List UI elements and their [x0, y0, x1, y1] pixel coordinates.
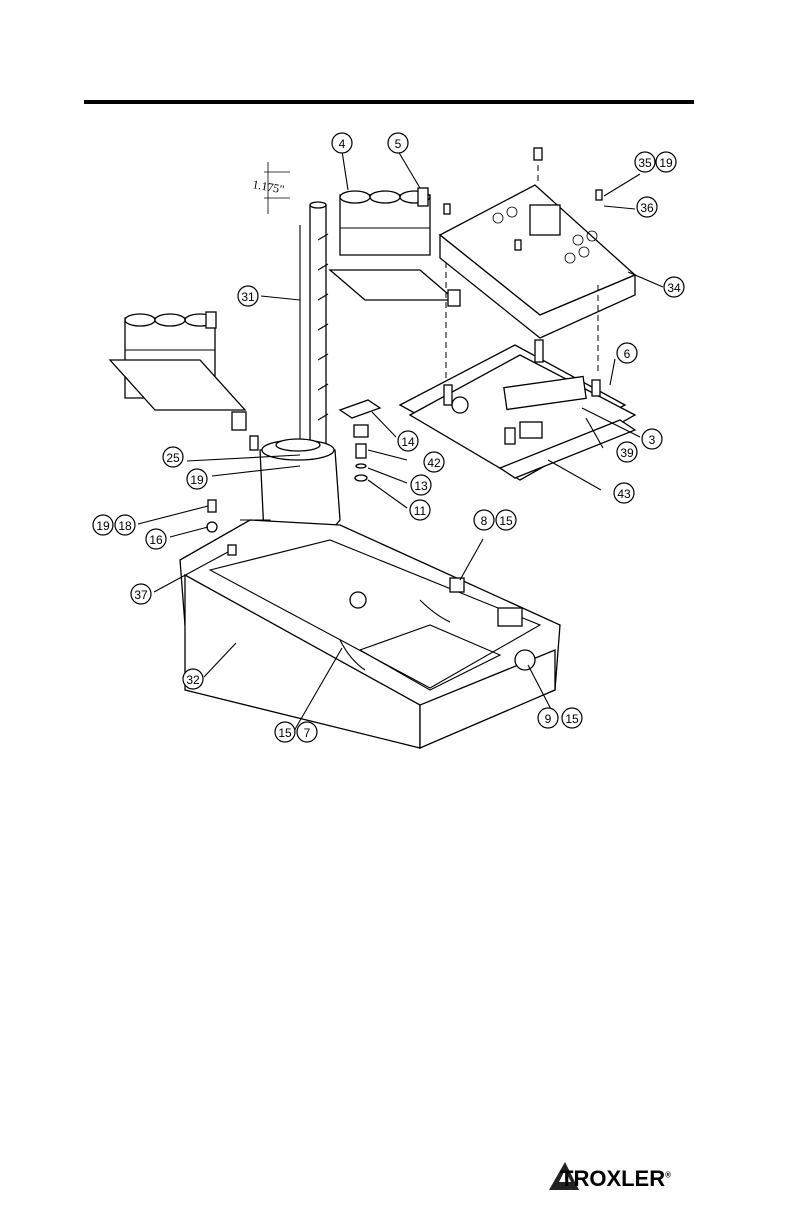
callout-31: 31: [238, 286, 258, 306]
callout-label: 7: [304, 726, 311, 740]
callout-15: 15: [275, 722, 295, 742]
callout-label: 18: [118, 519, 132, 533]
callout-4: 4: [332, 133, 352, 153]
callout-label: 15: [565, 712, 579, 726]
callout-36: 36: [637, 197, 657, 217]
callout-label: 14: [401, 435, 415, 449]
callout-label: 5: [395, 137, 402, 151]
callout-label: 8: [481, 514, 488, 528]
small-parts-stack: [340, 400, 380, 481]
callout-label: 19: [190, 473, 204, 487]
source-rod: [300, 202, 328, 460]
callout-35: 35: [635, 152, 655, 172]
registered-mark: ®: [665, 1171, 671, 1180]
battery-pack-lower: [110, 312, 246, 430]
callout-37: 37: [131, 584, 151, 604]
callout-32: 32: [183, 669, 203, 689]
callout-18: 18: [115, 515, 135, 535]
callout-13: 13: [411, 475, 431, 495]
callout-42: 42: [424, 452, 444, 472]
callout-34: 34: [664, 277, 684, 297]
callout-label: 37: [134, 588, 148, 602]
callout-label: 4: [339, 137, 346, 151]
logo-text: TROXLER: [560, 1166, 665, 1191]
callout-5: 5: [388, 133, 408, 153]
callout-15: 15: [562, 708, 582, 728]
callout-label: 19: [96, 519, 110, 533]
callout-label: 15: [499, 514, 513, 528]
callout-11: 11: [410, 500, 430, 520]
callout-3: 3: [642, 429, 662, 449]
callout-19: 19: [93, 515, 113, 535]
logo-wordmark: TROXLER®: [560, 1166, 671, 1192]
callout-14: 14: [398, 431, 418, 451]
callout-15: 15: [496, 510, 516, 530]
callout-19: 19: [187, 469, 207, 489]
dimension-marker: 1.175": [251, 162, 290, 214]
callout-label: 31: [241, 290, 255, 304]
callout-19: 19: [656, 152, 676, 172]
callout-label: 25: [166, 451, 180, 465]
callout-label: 34: [667, 281, 681, 295]
callout-43: 43: [614, 483, 634, 503]
callout-label: 36: [640, 201, 654, 215]
callout-label: 39: [620, 446, 634, 460]
callout-9: 9: [538, 708, 558, 728]
callout-7: 7: [297, 722, 317, 742]
circuit-cover: [440, 185, 635, 338]
callout-6: 6: [617, 343, 637, 363]
callout-25: 25: [163, 447, 183, 467]
callout-39: 39: [617, 442, 637, 462]
callout-8: 8: [474, 510, 494, 530]
gauge-base: [180, 520, 560, 748]
callout-label: 42: [427, 456, 441, 470]
callout-label: 43: [617, 487, 631, 501]
callout-label: 32: [186, 673, 200, 687]
callout-label: 6: [624, 347, 631, 361]
callout-16: 16: [146, 529, 166, 549]
callout-label: 9: [545, 712, 552, 726]
callout-label: 15: [278, 726, 292, 740]
callout-label: 35: [638, 156, 652, 170]
dimension-label: 1.175": [251, 177, 285, 196]
callout-label: 13: [414, 479, 428, 493]
callout-label: 16: [149, 533, 163, 547]
callout-label: 19: [659, 156, 673, 170]
callout-label: 11: [414, 504, 427, 518]
callout-label: 3: [649, 433, 656, 447]
